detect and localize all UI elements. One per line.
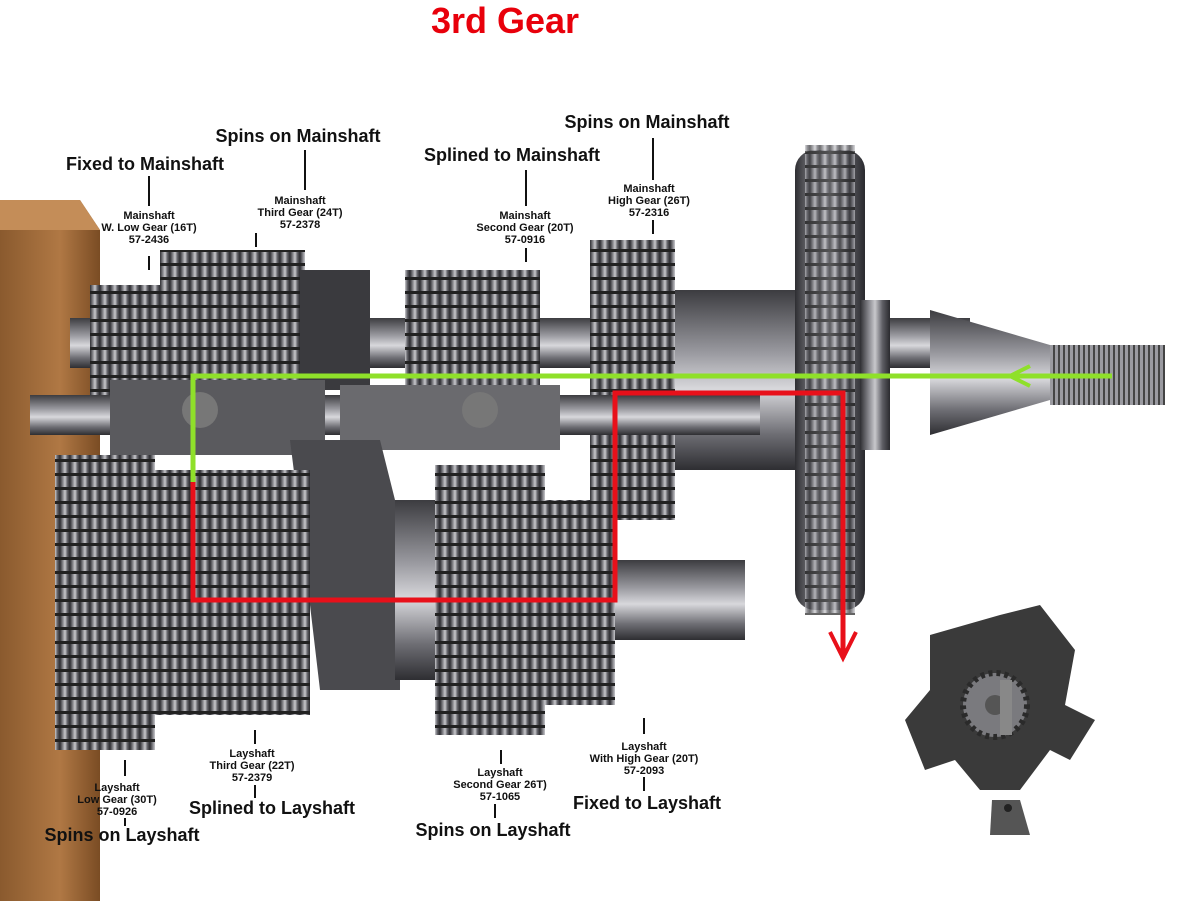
leader-line [148,176,150,206]
mainshaft-power-path [190,373,1112,482]
cam-plate-inset [905,605,1095,835]
leader-line [525,248,527,262]
role-label-ls-low: Spins on Layshaft [44,825,200,845]
sprocket [795,145,890,615]
layshaft-path-arrowhead [828,631,858,663]
leader-line [494,804,496,818]
role-label-ls-high: Fixed to Layshaft [572,793,722,813]
leader-line [254,785,256,798]
leader-line [652,220,654,234]
leader-line [148,256,150,270]
leader-line [304,150,306,190]
mainshaft-path-arrowhead [1005,364,1031,388]
leader-line [124,818,126,826]
leader-line [500,750,502,764]
role-label-ms-third: Spins on Mainshaft [215,126,381,146]
leader-line [255,233,257,247]
leader-line [124,760,126,776]
leader-line [643,777,645,791]
leader-line [525,170,527,206]
layshaft-power-path [190,390,846,658]
mainshaft-gears [90,240,795,520]
role-label-ms-high: Spins on Mainshaft [564,112,730,132]
leader-line [652,138,654,180]
page-title: 3rd Gear [430,0,580,41]
role-label-ls-second: Spins on Layshaft [415,820,571,840]
role-label-ms-low: Fixed to Mainshaft [65,154,225,174]
leader-line [643,718,645,734]
role-label-ls-third: Splined to Layshaft [188,798,356,818]
role-label-ms-second: Splined to Mainshaft [423,145,601,165]
selector-fork [110,380,560,690]
leader-line [254,730,256,744]
